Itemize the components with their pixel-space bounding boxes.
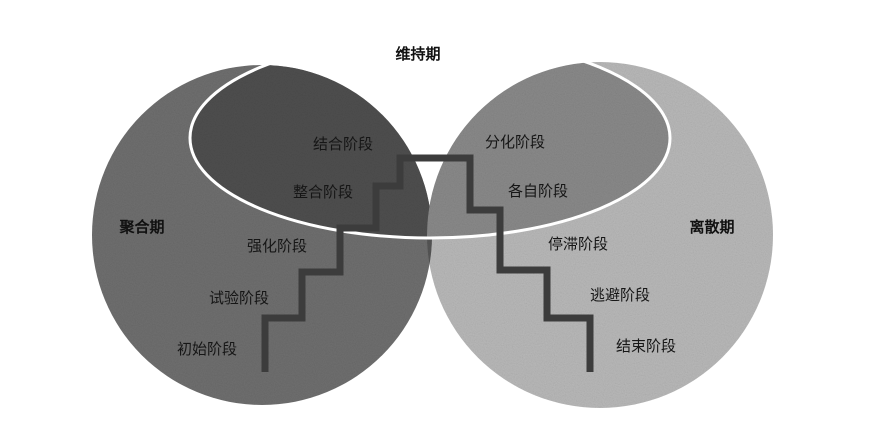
- stage-label-bond: 结合阶段: [313, 135, 373, 153]
- stage-label-intensify: 强化阶段: [247, 237, 307, 255]
- stage-label-terminate: 结束阶段: [616, 337, 676, 355]
- stage-label-initial: 初始阶段: [177, 340, 237, 358]
- stage-label-integrate: 整合阶段: [293, 183, 353, 201]
- stage-label-experiment: 试验阶段: [209, 289, 269, 307]
- maintenance-period-label: 维持期: [395, 45, 440, 63]
- dispersion-period-label: 离散期: [689, 218, 734, 236]
- stage-staircase: [261, 154, 594, 372]
- stage-label-stagnate: 停滞阶段: [548, 235, 608, 253]
- stage-label-circumscribe: 各自阶段: [508, 182, 568, 200]
- stage-label-differentiate: 分化阶段: [485, 133, 545, 151]
- maintenance-outline: [188, 36, 672, 240]
- stage-label-avoid: 逃避阶段: [590, 286, 650, 304]
- aggregation-period-label: 聚合期: [118, 218, 164, 236]
